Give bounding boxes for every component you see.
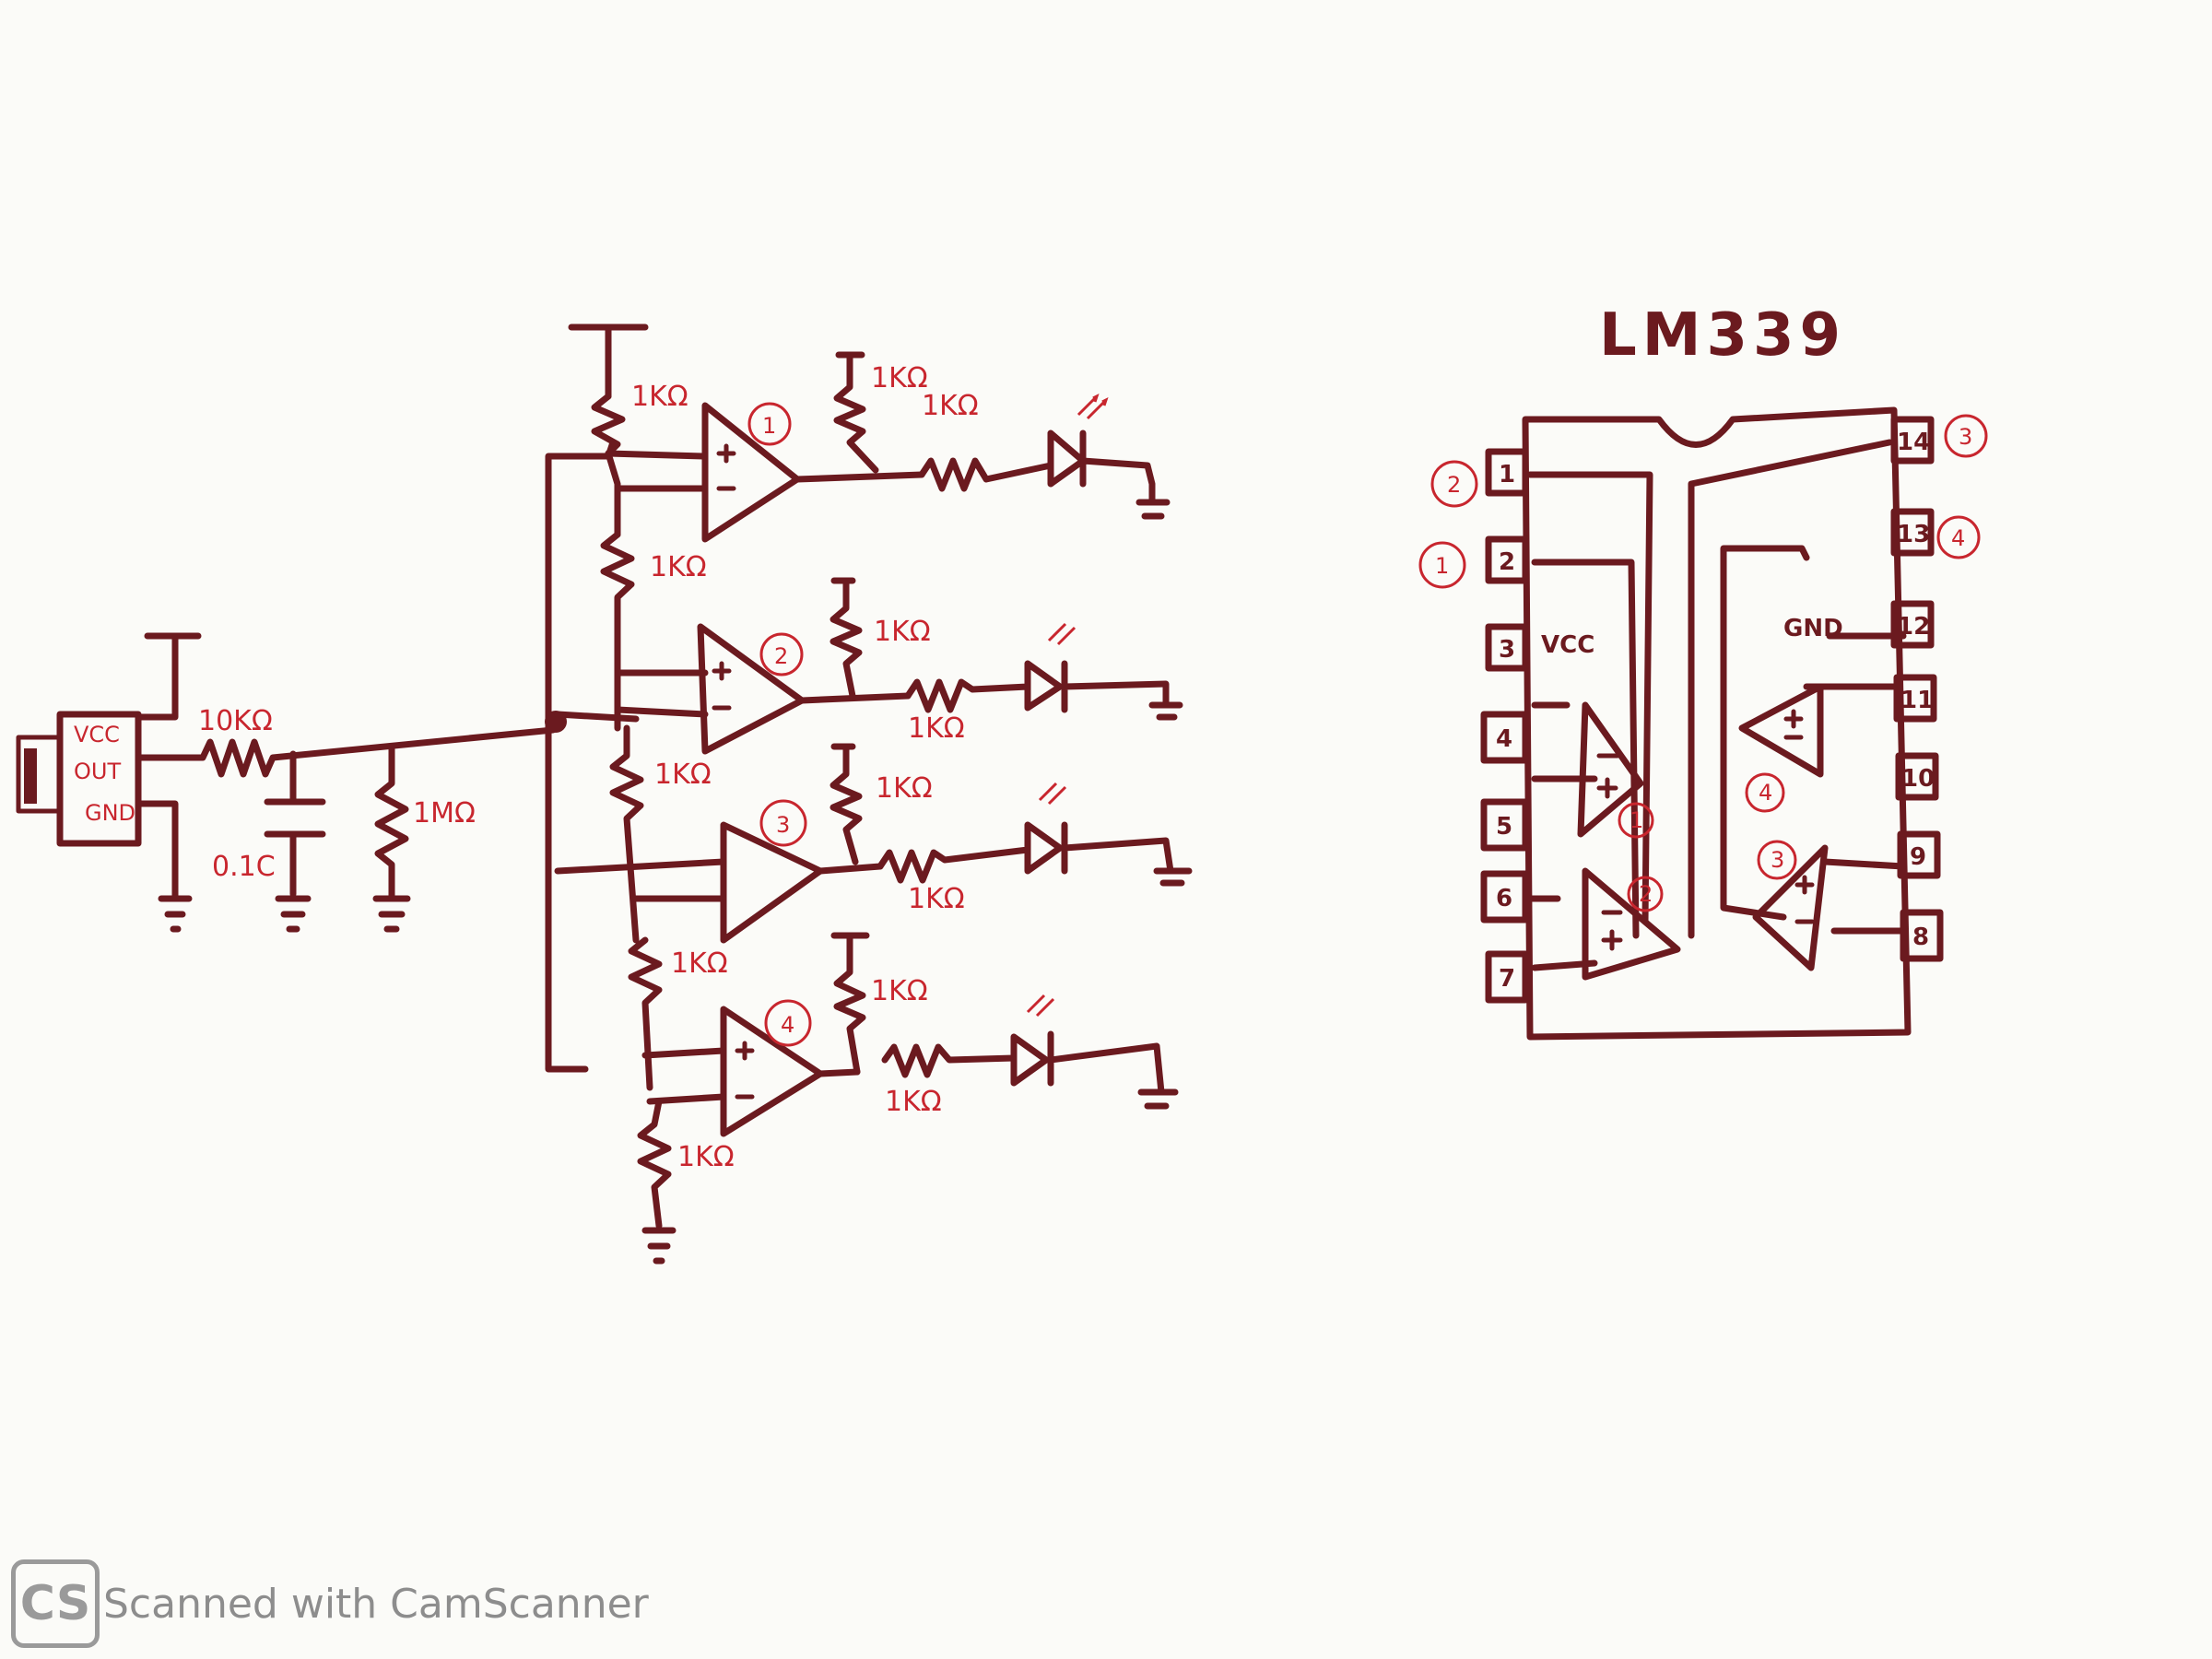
led-resistor-2-label: 1KΩ — [908, 712, 965, 745]
pin-13-callout: 4 — [1951, 525, 1965, 551]
ladder-resistor-3-label: 1KΩ — [654, 759, 712, 791]
chip-comparator-1: 1 — [1630, 807, 1643, 833]
pin-12: 12 — [1897, 613, 1930, 641]
sensor-module: VCC OUT GND — [16, 711, 142, 847]
pin-10: 10 — [1901, 765, 1935, 793]
pullup-resistor-1-label: 1KΩ — [871, 362, 928, 394]
pin-14-callout: 3 — [1959, 424, 1972, 450]
pin-9: 9 — [1910, 843, 1926, 871]
ladder-resistor-1-label: 1KΩ — [631, 381, 688, 413]
pin-13: 13 — [1897, 521, 1930, 548]
led-resistor-1-label: 1KΩ — [922, 390, 979, 422]
led-resistor-4-label: 1KΩ — [885, 1086, 942, 1118]
chip-gnd-label: GND — [1783, 615, 1843, 642]
pin-4: 4 — [1496, 725, 1512, 753]
pin-1: 1 — [1499, 461, 1515, 488]
chip-comparator-4: 4 — [1759, 780, 1772, 806]
chip-vcc-label: VCC — [1541, 631, 1594, 659]
pin-3: 3 — [1499, 636, 1515, 664]
pin-11: 11 — [1900, 687, 1934, 714]
signal-wire — [135, 726, 557, 778]
bias-resistor-label: 1MΩ — [413, 797, 476, 830]
comparator-1: 1 — [605, 402, 925, 543]
scanner-watermark: CS Scanned with CamScanner — [11, 1558, 649, 1650]
pin-2-callout: 1 — [1435, 553, 1449, 579]
pin-1-callout: 2 — [1447, 472, 1461, 498]
comparator-3-number: 3 — [776, 812, 790, 838]
capacitor: 0.1C — [212, 750, 326, 933]
bias-resistor: 1MΩ — [372, 743, 476, 933]
chip-title: LM339 — [1599, 301, 1846, 370]
sensor-gnd-wire — [135, 800, 193, 933]
comparator-4-number: 4 — [781, 1012, 794, 1038]
lm339-pinout: LM339 1 2 4 3 VCC GND 1 2 3 4 5 — [1418, 301, 1988, 1041]
ladder-resistor-4-label: 1KΩ — [671, 947, 728, 980]
output-stage-2: 1KΩ 1KΩ — [830, 577, 1183, 745]
output-stage-3: 1KΩ 1KΩ — [830, 743, 1193, 915]
comparator-2-number: 2 — [774, 643, 788, 669]
ladder-resistor-5-label: 1KΩ — [677, 1141, 735, 1173]
sensor-out-label: OUT — [74, 759, 121, 784]
sensor-gnd-label: GND — [85, 800, 135, 826]
watermark-text: Scanned with CamScanner — [103, 1580, 649, 1628]
camscanner-logo: CS — [11, 1559, 100, 1648]
pin-2: 2 — [1499, 548, 1515, 576]
chip-comparator-2: 2 — [1639, 881, 1653, 907]
ladder-resistor-2-label: 1KΩ — [650, 551, 707, 583]
led-resistor-3-label: 1KΩ — [908, 883, 965, 915]
input-resistor-label: 10KΩ — [198, 705, 273, 737]
pullup-resistor-3-label: 1KΩ — [876, 772, 933, 805]
pin-8: 8 — [1912, 924, 1929, 951]
pin-7: 7 — [1499, 965, 1515, 993]
pin-5: 5 — [1496, 813, 1512, 841]
sensor-vcc-wire — [135, 632, 202, 721]
pullup-resistor-2-label: 1KΩ — [874, 616, 931, 648]
comparator-bank: 1KΩ 1KΩ 1KΩ 1KΩ 1KΩ 1 2 — [545, 324, 1193, 1265]
comparator-4: 4 — [641, 999, 861, 1137]
comparator-3: 3 — [554, 799, 884, 944]
pin-6: 6 — [1496, 885, 1512, 912]
comparator-1-number: 1 — [762, 413, 776, 439]
output-stage-4: 1KΩ 1KΩ — [830, 932, 1179, 1118]
capacitor-label: 0.1C — [212, 851, 276, 883]
pin-14: 14 — [1897, 429, 1930, 456]
sensor-vcc-label: VCC — [74, 722, 120, 747]
chip-comparator-3: 3 — [1771, 847, 1784, 873]
output-stage-1: 1KΩ 1KΩ — [833, 351, 1171, 520]
pullup-resistor-4-label: 1KΩ — [871, 975, 928, 1007]
comparator-2: 2 — [614, 623, 912, 755]
